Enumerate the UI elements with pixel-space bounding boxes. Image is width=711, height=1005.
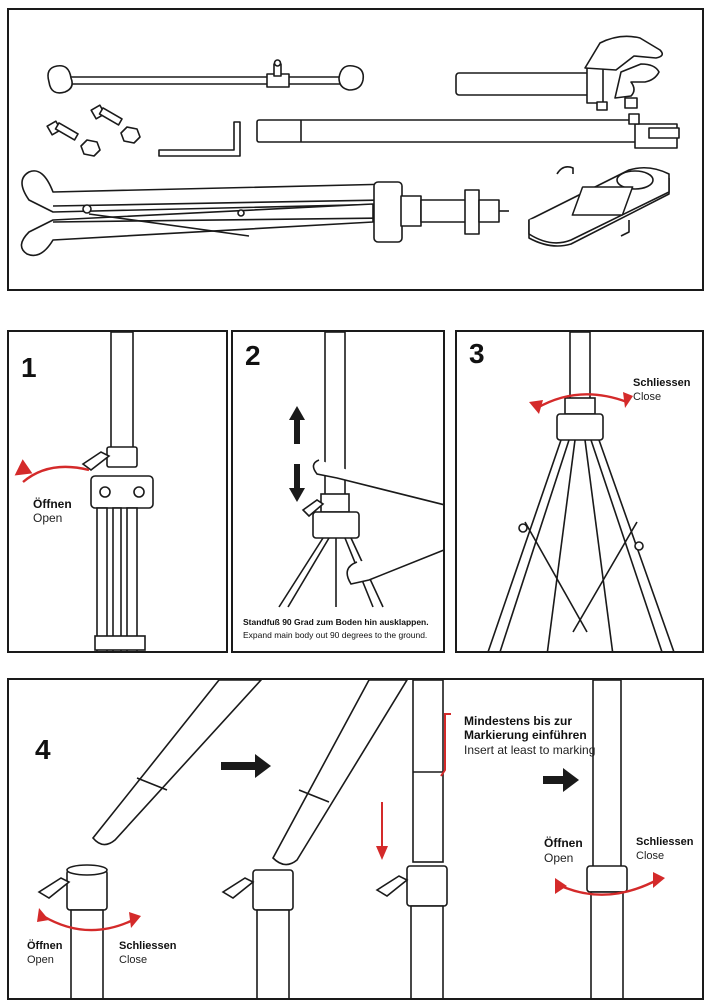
insert-label-de-1: Mindestens bis zur — [464, 714, 573, 728]
clamp-head-icon — [455, 35, 664, 111]
step-number: 4 — [35, 734, 51, 765]
hand-upper — [312, 459, 443, 506]
open-label-de: Öffnen — [27, 940, 63, 952]
parts-illustration — [20, 35, 680, 257]
clamp-collar — [106, 446, 138, 468]
open-label-en: Open — [27, 954, 54, 966]
progress-arrows — [221, 754, 579, 792]
step-1-illustration — [14, 332, 154, 651]
close-arrow — [536, 393, 628, 410]
step-number: 2 — [245, 340, 261, 371]
close-label-en: Close — [633, 391, 662, 403]
close-label-de: Schliessen — [119, 940, 177, 952]
parts-panel — [7, 8, 704, 291]
step-1-panel: 1 Öffnen Open — [7, 330, 228, 653]
caption-en: Expand main body out 90 degrees to the g… — [243, 630, 428, 640]
open-label-en: Open — [33, 511, 63, 525]
allen-key-icon — [158, 121, 241, 157]
open2-label-en: Open — [544, 851, 574, 865]
step-2-illustration — [278, 332, 443, 608]
close-label-de: Schliessen — [633, 377, 691, 389]
tube-icon — [256, 113, 680, 149]
step-4-panel: 4 Mindestens bis zur Markierung einführe… — [7, 678, 704, 1000]
step-number: 1 — [21, 352, 37, 383]
leg-hub — [90, 475, 154, 509]
bolt-nut-icon — [46, 104, 141, 157]
up-down-arrows — [289, 406, 305, 502]
clamp-rod-icon — [47, 59, 365, 94]
red-marks — [37, 713, 665, 932]
hand-lower — [346, 545, 443, 585]
step-number: 3 — [469, 338, 485, 369]
insert-label-en: Insert at least to marking — [464, 743, 596, 757]
open2-label-de: Öffnen — [544, 836, 583, 850]
open-label-de: Öffnen — [33, 497, 72, 511]
open-arrow — [22, 465, 90, 483]
tripod-icon — [20, 170, 509, 257]
tilted-tube-a — [91, 680, 263, 846]
step-3-illustration — [487, 332, 675, 651]
tilted-tube-b — [272, 680, 408, 866]
step-2-panel: 2 Standfuß 90 Grad zum Boden hin ausklap… — [231, 330, 445, 653]
close2-label-de: Schliessen — [636, 836, 694, 848]
tool-tray-icon — [528, 166, 670, 247]
clamp-lever — [81, 451, 111, 472]
insert-label-de-2: Markierung einführen — [464, 728, 587, 742]
caption-de: Standfuß 90 Grad zum Boden hin ausklappe… — [243, 617, 429, 627]
step-4-illustration — [37, 680, 665, 998]
step-3-panel: 3 Schliessen Close — [455, 330, 704, 653]
close-label-en: Close — [119, 954, 148, 966]
upper-tube — [110, 332, 134, 453]
close2-label-en: Close — [636, 850, 665, 862]
